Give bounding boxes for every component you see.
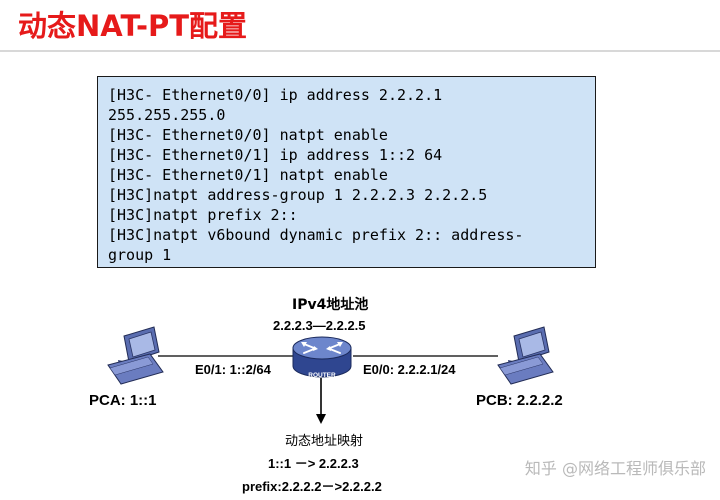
config-line: [H3C]natpt v6bound dynamic prefix 2:: ad… bbox=[108, 226, 524, 244]
router-icon: ROUTER bbox=[292, 336, 352, 379]
ipv4-pool-title: IPv4地址池 bbox=[292, 297, 369, 313]
mapping-line-1: 1::1 －> 2.2.2.3 bbox=[268, 456, 359, 471]
mapping-arrow-head bbox=[316, 414, 326, 424]
pcb-label: PCB: 2.2.2.2 bbox=[476, 392, 563, 409]
config-command-box: [H3C- Ethernet0/0] ip address 2.2.2.1 25… bbox=[97, 76, 596, 268]
watermark-text: 知乎 @网络工程师俱乐部 bbox=[524, 459, 706, 478]
slide-title: 动态NAT-PT配置 bbox=[18, 9, 248, 43]
config-line: [H3C]natpt address-group 1 2.2.2.3 2.2.2… bbox=[108, 186, 488, 204]
pcb-computer-icon bbox=[497, 326, 554, 385]
config-line: [H3C- Ethernet0/0] natpt enable bbox=[108, 126, 388, 144]
config-line: group 1 bbox=[108, 246, 172, 264]
ipv4-pool-range: 2.2.2.3—2.2.2.5 bbox=[273, 318, 366, 333]
config-line: [H3C- Ethernet0/0] ip address 2.2.2.1 bbox=[108, 86, 443, 104]
pca-label: PCA: 1::1 bbox=[89, 392, 157, 409]
mapping-title: 动态地址映射 bbox=[285, 434, 364, 449]
mapping-line-2: prefix:2.2.2.2－>2.2.2.2 bbox=[242, 479, 382, 494]
config-line: [H3C- Ethernet0/1] ip address 1::2 64 bbox=[108, 146, 443, 164]
config-line: [H3C- Ethernet0/1] natpt enable bbox=[108, 166, 388, 184]
left-interface-label: E0/1: 1::2/64 bbox=[195, 362, 271, 377]
router-label: ROUTER bbox=[308, 372, 336, 379]
config-line: [H3C]natpt prefix 2:: bbox=[108, 206, 298, 224]
pca-computer-icon bbox=[107, 326, 164, 385]
config-line: 255.255.255.0 bbox=[108, 106, 226, 124]
right-interface-label: E0/0: 2.2.2.1/24 bbox=[363, 362, 456, 377]
title-divider bbox=[0, 50, 720, 52]
